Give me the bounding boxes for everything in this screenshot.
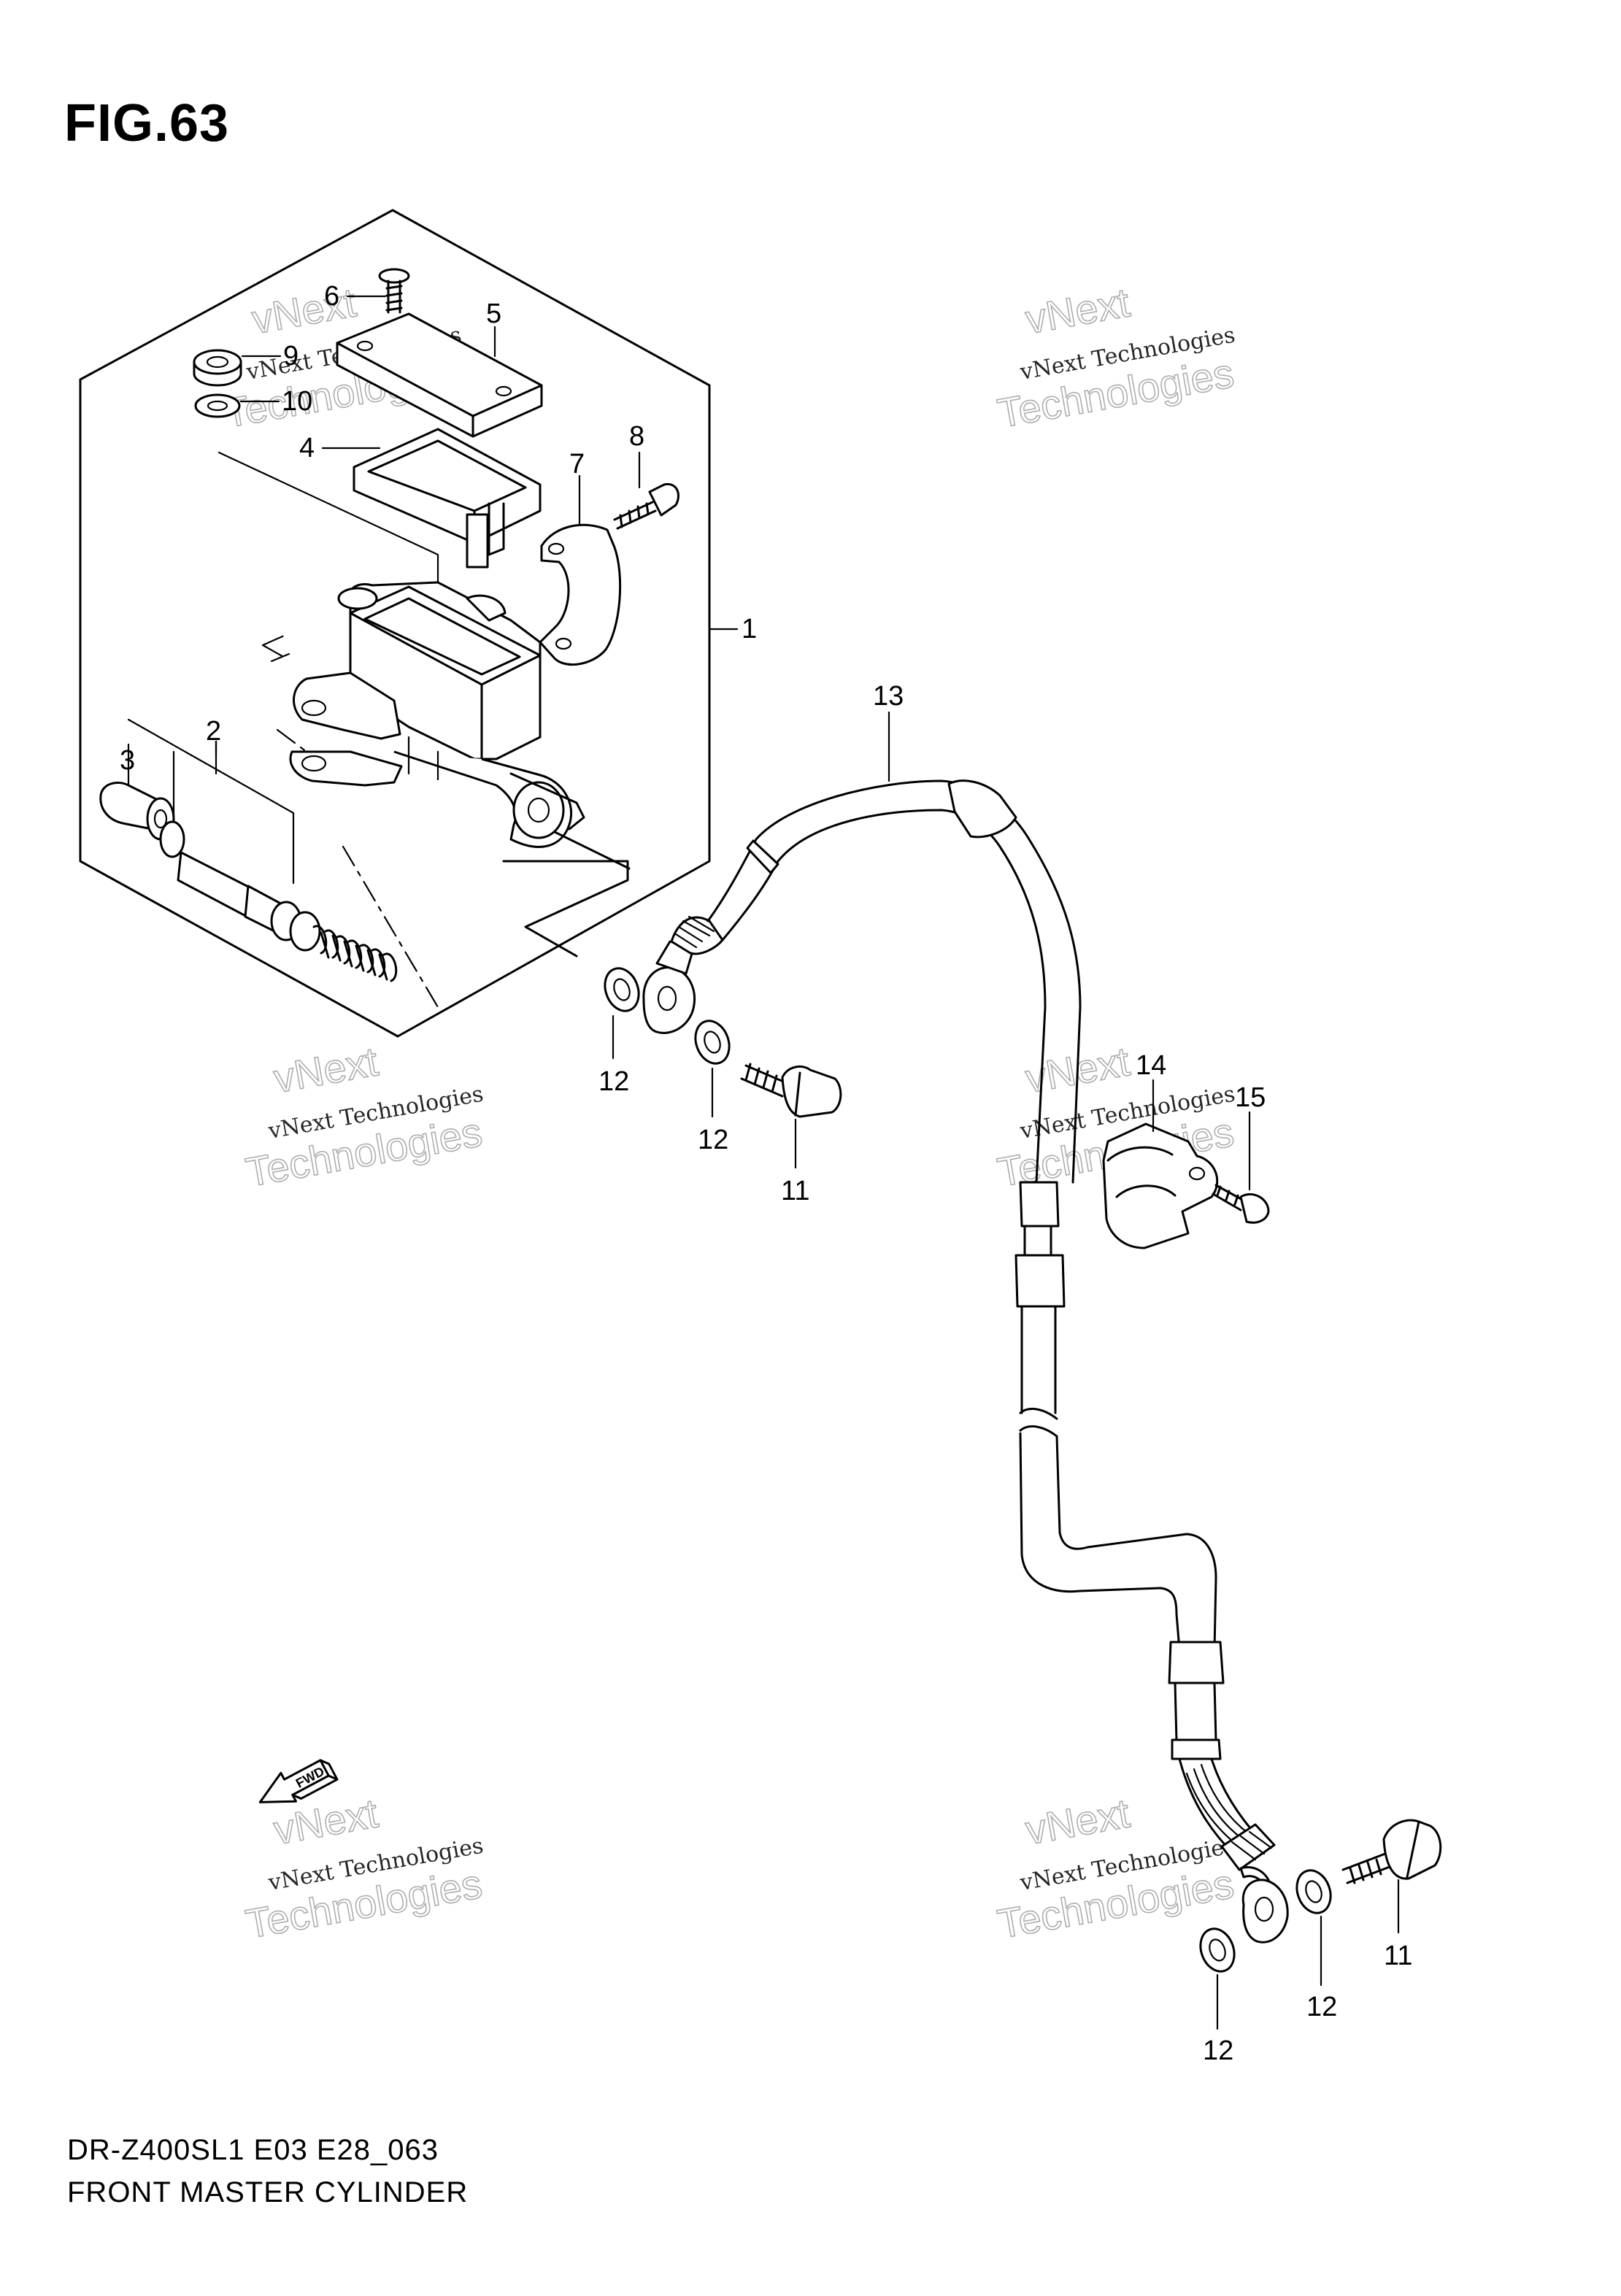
callout-13: 13 bbox=[873, 681, 904, 712]
callout-14: 14 bbox=[1136, 1050, 1166, 1081]
callout-10: 10 bbox=[282, 386, 312, 417]
callout-6: 6 bbox=[324, 281, 339, 312]
watermark: vNext vNext Technologies Technologies bbox=[993, 1789, 1237, 1947]
callout-7: 7 bbox=[569, 449, 585, 479]
assembly-outline bbox=[79, 209, 711, 1038]
callout-11-top: 11 bbox=[781, 1176, 809, 1206]
callout-5: 5 bbox=[486, 298, 501, 329]
part-grommet-9 bbox=[193, 349, 242, 387]
part-washer-12-bottom-left bbox=[1199, 1927, 1236, 1973]
callout-12-bottom-right: 12 bbox=[1306, 1992, 1337, 2022]
callout-8: 8 bbox=[629, 421, 644, 452]
callout-labels: 1 2 3 4 5 6 7 8 9 10 11 11 12 12 12 12 1… bbox=[120, 281, 1412, 2066]
part-washer-12-top-left bbox=[604, 967, 640, 1012]
part-banjo-bolt-11-bottom bbox=[1341, 1819, 1442, 1884]
watermark-word-a: vNext bbox=[270, 1038, 381, 1101]
part-brake-hose-13 bbox=[642, 779, 1289, 1943]
figure-name: FRONT MASTER CYLINDER bbox=[67, 2176, 469, 2208]
callout-12-bottom-left: 12 bbox=[1203, 2035, 1233, 2066]
figure-title: FIG.63 bbox=[64, 94, 230, 153]
guide-dashdot bbox=[261, 632, 439, 1009]
part-cap-5 bbox=[336, 312, 543, 438]
callout-2: 2 bbox=[206, 716, 221, 747]
part-washer-10 bbox=[194, 393, 241, 418]
watermark-word-a: vNext bbox=[248, 279, 359, 342]
callout-15: 15 bbox=[1235, 1082, 1266, 1113]
callout-9: 9 bbox=[283, 341, 299, 371]
callout-12-top-right: 12 bbox=[698, 1125, 728, 1155]
callout-3: 3 bbox=[120, 745, 135, 776]
watermark-group: vNext vNext Technologies Technologies vN… bbox=[220, 278, 1237, 1947]
watermark: vNext vNext Technologies Technologies bbox=[242, 1037, 485, 1195]
watermark: vNext vNext Technologies Technologies bbox=[993, 278, 1237, 436]
part-clamp-7 bbox=[539, 523, 622, 666]
part-piston-2 bbox=[159, 820, 398, 982]
callout-1: 1 bbox=[742, 614, 757, 644]
watermark-word-a: vNext bbox=[1022, 279, 1133, 342]
part-hose-clamp-14 bbox=[1102, 1122, 1219, 1249]
part-screw-15 bbox=[1212, 1184, 1270, 1224]
part-diaphragm-4 bbox=[353, 428, 542, 569]
part-washer-12-top-right bbox=[694, 1020, 731, 1065]
part-screw-6 bbox=[378, 268, 410, 314]
part-washer-12-bottom-right bbox=[1295, 1869, 1332, 1914]
part-banjo-bolt-11-top bbox=[740, 1063, 842, 1118]
part-master-cylinder-body bbox=[289, 581, 585, 848]
model-code: DR-Z400SL1 E03 E28_063 bbox=[67, 2134, 439, 2166]
guide-hose-joint bbox=[502, 831, 631, 958]
callout-4: 4 bbox=[299, 433, 315, 463]
callout-12-top-left: 12 bbox=[598, 1066, 629, 1097]
callout-11-bottom: 11 bbox=[1384, 1941, 1412, 1971]
watermark-word-a: vNext bbox=[1022, 1790, 1133, 1853]
part-bolt-8 bbox=[613, 482, 679, 530]
